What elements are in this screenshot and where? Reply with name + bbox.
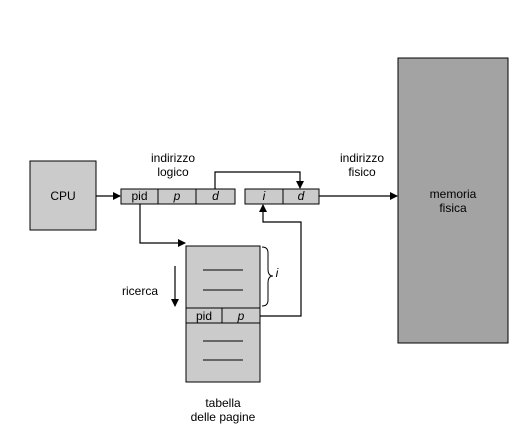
page-table (185, 245, 261, 383)
page-table-label: tabella delle pagine (190, 396, 256, 424)
entry-field-pid: pid (195, 309, 212, 323)
index-brace (261, 246, 274, 307)
physical-field-d: d (297, 189, 305, 203)
physical-field-i: i (262, 189, 266, 203)
arrow-index-to-physical (259, 204, 302, 317)
logical-field-pid: pid (131, 189, 148, 203)
cpu-box (29, 160, 97, 231)
entry-field-p: p (237, 309, 245, 323)
physical-address-register (244, 188, 320, 205)
arrow-pid-to-page-table (139, 204, 186, 247)
arrow-offset-copy (214, 171, 304, 189)
logical-field-d: d (212, 189, 219, 203)
logical-address-register (120, 188, 236, 205)
physical-memory-box (397, 57, 509, 344)
memory-label: memoria fisica (429, 187, 477, 215)
physical-address-label: indirizzo fisico (339, 151, 384, 179)
logical-address-label: indirizzo logico (150, 151, 195, 179)
brace-index-label: i (275, 266, 279, 280)
search-label: ricerca (121, 284, 158, 298)
logical-field-p: p (173, 189, 181, 203)
cpu-label: CPU (50, 189, 76, 203)
